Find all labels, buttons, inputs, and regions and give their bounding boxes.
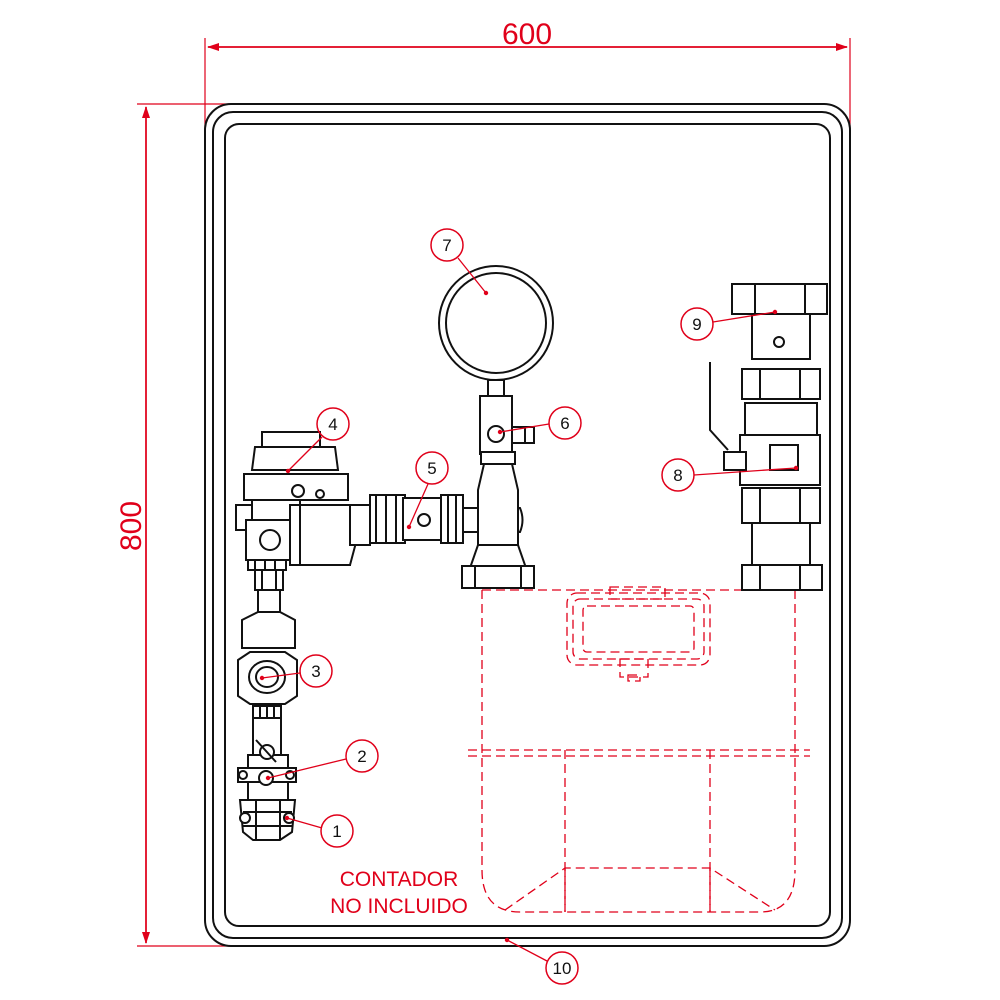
callout-6-label: 6: [560, 414, 569, 433]
outlet-ball-valve: [709, 362, 823, 591]
callout-5: 5: [406, 451, 449, 530]
callout-5-label: 5: [427, 459, 436, 478]
enclosure-box: [204, 103, 851, 947]
callout-10-label: 10: [553, 959, 572, 978]
meter-not-included-note: CONTADOR NO INCLUIDO: [330, 868, 468, 918]
callout-2: 2: [265, 739, 379, 781]
callout-6: 6: [497, 406, 582, 440]
note-line-1: CONTADOR: [340, 868, 459, 891]
callout-3-label: 3: [311, 662, 320, 681]
note-line-2: NO INCLUIDO: [330, 895, 468, 918]
width-dimension-label: 600: [502, 18, 552, 51]
callout-9: 9: [680, 307, 778, 341]
outlet-coupling: [731, 283, 828, 436]
height-dimension-label: 800: [115, 501, 148, 551]
pressure-gauge: [438, 265, 554, 397]
gauge-stem-and-test-port: [461, 395, 535, 589]
meter-outline-dashed: [468, 586, 810, 913]
inlet-ball-valve: [237, 705, 297, 801]
filter-union: [237, 564, 298, 705]
callout-4: 4: [285, 407, 350, 474]
callout-7: 7: [430, 228, 489, 296]
callout-8-label: 8: [673, 466, 682, 485]
callout-1: 1: [284, 814, 354, 848]
callout-8: 8: [661, 458, 799, 492]
callout-4-label: 4: [328, 415, 337, 434]
callout-2-label: 2: [357, 747, 366, 766]
inlet-connector: [238, 799, 297, 841]
pressure-regulator: [235, 431, 360, 571]
callout-1-label: 1: [332, 822, 341, 841]
callout-7-label: 7: [442, 236, 451, 255]
width-dimension: 600: [204, 18, 851, 130]
callout-10: 10: [504, 937, 579, 985]
callout-9-label: 9: [692, 315, 701, 334]
height-dimension: 800: [115, 103, 240, 947]
callout-3: 3: [259, 654, 333, 688]
